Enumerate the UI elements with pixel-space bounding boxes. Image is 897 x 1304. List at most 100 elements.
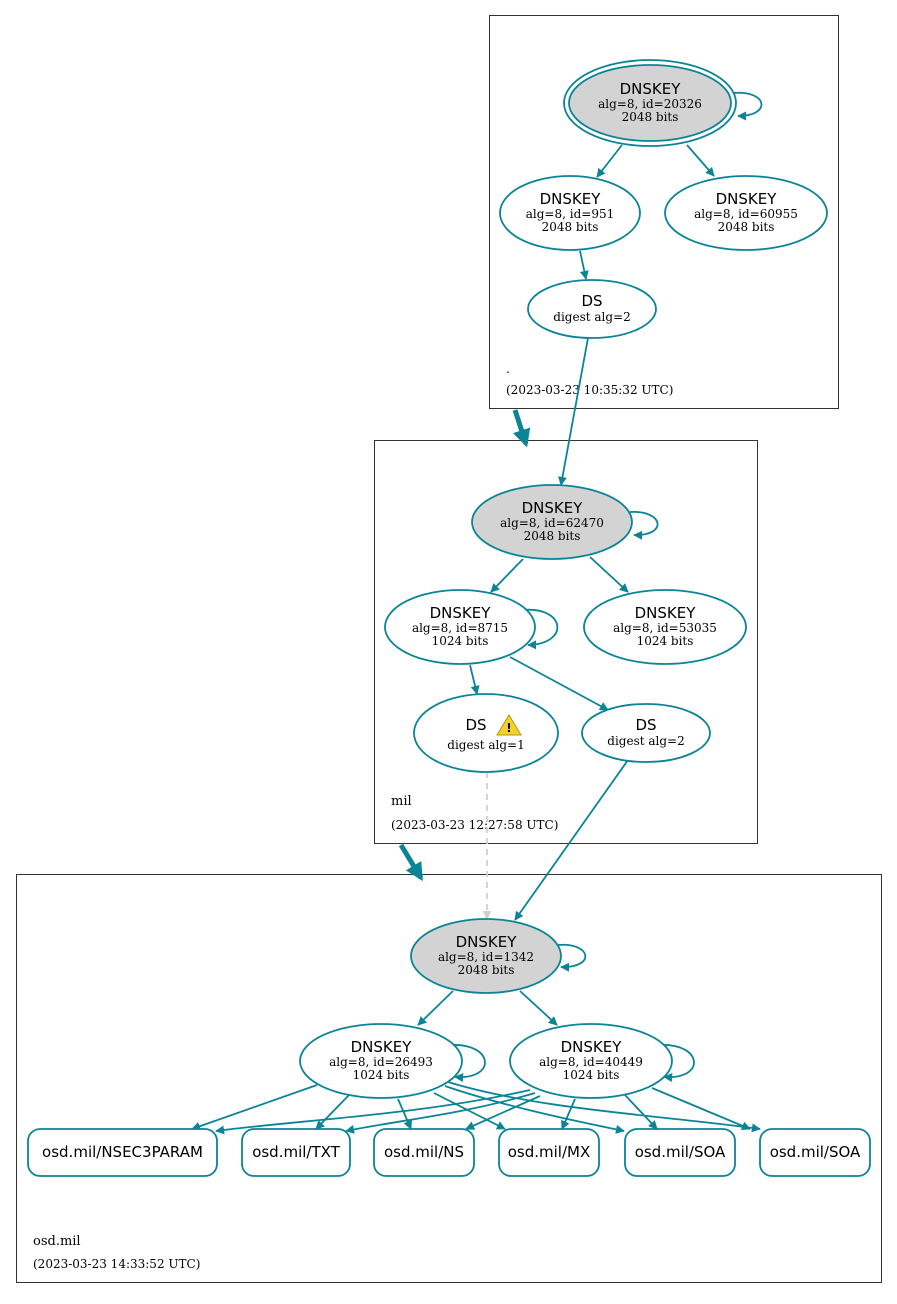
warning-triangle-icon: ! <box>496 714 522 736</box>
node-mil-zsk-8715-title: DNSKEY <box>430 604 492 622</box>
node-osd-zsk-26493-bits: 1024 bits <box>353 1068 410 1082</box>
record-soa-1-label: osd.mil/SOA <box>635 1143 726 1161</box>
zone-root-name: . <box>506 362 510 376</box>
edge-osd-zsk1-ns <box>397 1098 412 1130</box>
edge-root-ksk-zsk1 <box>596 144 623 178</box>
node-mil-ksk-alg: alg=8, id=62470 <box>500 516 604 530</box>
edge-osd-ksk-zsk1 <box>417 990 454 1026</box>
edge-mil-zsk1-self <box>521 608 559 650</box>
zone-osd-mil: osd.mil (2023-03-23 14:33:52 UTC) <box>16 874 882 1283</box>
edge-osd-zsk2-soa2 <box>651 1087 751 1131</box>
node-mil-zsk-53035-alg: alg=8, id=53035 <box>613 621 717 635</box>
node-root-zsk-60955-bits: 2048 bits <box>718 220 775 234</box>
edge-osd-ksk-zsk2 <box>519 990 558 1026</box>
edge-osd-zsk2-ns <box>465 1095 541 1130</box>
node-osd-ksk[interactable]: DNSKEY alg=8, id=1342 2048 bits <box>410 918 562 994</box>
edge-osd-zsk2-nsec3param <box>215 1089 531 1135</box>
edge-mil-ksk-zsk2 <box>589 556 629 593</box>
zone-osd-mil-border <box>16 874 882 1283</box>
edge-root-ksk-zsk2 <box>686 144 715 177</box>
node-osd-zsk-40449-bits: 1024 bits <box>563 1068 620 1082</box>
zone-root-border <box>489 15 839 409</box>
zone-mil-timestamp: (2023-03-23 12:27:58 UTC) <box>391 818 558 832</box>
edge-osd-zsk1-txt <box>315 1094 350 1130</box>
node-root-zsk-951-alg: alg=8, id=951 <box>526 207 614 221</box>
edge-root-zsk1-ds <box>579 250 589 280</box>
edges <box>191 92 763 1135</box>
record-soa-2-label: osd.mil/SOA <box>770 1143 861 1161</box>
node-mil-zsk-8715[interactable]: DNSKEY alg=8, id=8715 1024 bits <box>384 589 536 665</box>
node-root-ksk-title: DNSKEY <box>620 80 682 98</box>
node-mil-zsk-53035-title: DNSKEY <box>635 604 697 622</box>
node-osd-zsk-40449[interactable]: DNSKEY alg=8, id=40449 1024 bits <box>509 1023 673 1099</box>
edge-root-ds-mil-ksk <box>558 337 589 486</box>
node-osd-zsk-40449-alg: alg=8, id=40449 <box>539 1055 643 1069</box>
node-root-zsk-951-bits: 2048 bits <box>542 220 599 234</box>
edge-mil-ksk-self <box>629 511 659 540</box>
node-mil-zsk-53035-bits: 1024 bits <box>637 634 694 648</box>
node-osd-zsk-40449-title: DNSKEY <box>561 1038 623 1056</box>
node-mil-ksk[interactable]: DNSKEY alg=8, id=62470 2048 bits <box>471 484 633 560</box>
node-root-ksk-bits: 2048 bits <box>622 110 679 124</box>
node-root-zsk-60955-alg: alg=8, id=60955 <box>694 207 798 221</box>
node-mil-ksk-bits: 2048 bits <box>524 529 581 543</box>
edge-osd-zsk1-nsec3param <box>191 1084 318 1131</box>
node-mil-ds-alg2-digest: digest alg=2 <box>607 734 684 748</box>
node-root-zsk-951[interactable]: DNSKEY alg=8, id=951 2048 bits <box>499 175 641 251</box>
edge-osd-ksk-self <box>556 944 587 972</box>
node-mil-ds-alg1-digest: digest alg=1 <box>447 738 524 752</box>
record-soa-1[interactable]: osd.mil/SOA <box>624 1128 736 1177</box>
zone-root-timestamp: (2023-03-23 10:35:32 UTC) <box>506 383 673 397</box>
node-osd-zsk-26493-alg: alg=8, id=26493 <box>329 1055 433 1069</box>
node-root-zsk-951-title: DNSKEY <box>540 190 602 208</box>
node-mil-ds-alg1[interactable]: DS ! digest alg=1 <box>413 693 559 773</box>
record-mx-label: osd.mil/MX <box>508 1143 591 1161</box>
zone-osd-mil-timestamp: (2023-03-23 14:33:52 UTC) <box>33 1257 200 1271</box>
record-txt-label: osd.mil/TXT <box>252 1143 340 1161</box>
node-root-ds-title: DS <box>581 292 602 310</box>
node-mil-zsk-8715-bits: 1024 bits <box>432 634 489 648</box>
node-mil-ds-alg2[interactable]: DS digest alg=2 <box>581 703 711 763</box>
edge-mil-ksk-zsk1 <box>490 558 524 593</box>
record-soa-2[interactable]: osd.mil/SOA <box>759 1128 871 1177</box>
delegation-root-to-mil <box>512 409 531 448</box>
zone-mil-border <box>374 440 758 844</box>
node-mil-ds-alg1-title: DS <box>465 716 486 734</box>
edge-root-ksk-self <box>732 92 763 121</box>
edge-osd-zsk2-mx <box>561 1098 576 1130</box>
zone-osd-mil-name: osd.mil <box>33 1234 81 1249</box>
node-root-ds-digest: digest alg=2 <box>553 310 630 324</box>
node-mil-zsk-53035[interactable]: DNSKEY alg=8, id=53035 1024 bits <box>583 589 747 665</box>
delegation-mil-to-osd <box>398 843 424 882</box>
node-osd-ksk-alg: alg=8, id=1342 <box>438 950 534 964</box>
zone-root: . (2023-03-23 10:35:32 UTC) <box>489 15 839 409</box>
node-root-ds[interactable]: DS digest alg=2 <box>527 279 657 339</box>
node-root-ksk[interactable]: DNSKEY alg=8, id=20326 2048 bits <box>563 59 737 147</box>
svg-text:!: ! <box>506 721 511 735</box>
record-nsec3param[interactable]: osd.mil/NSEC3PARAM <box>27 1128 218 1177</box>
edge-osd-zsk1-mx <box>433 1092 506 1130</box>
node-root-zsk-60955[interactable]: DNSKEY alg=8, id=60955 2048 bits <box>664 175 828 251</box>
record-mx[interactable]: osd.mil/MX <box>498 1128 600 1177</box>
zone-mil: mil (2023-03-23 12:27:58 UTC) <box>374 440 758 844</box>
edge-osd-zsk2-txt <box>345 1092 536 1134</box>
edge-mil-zsk1-ds1 <box>469 664 480 695</box>
edge-mil-zsk1-ds2 <box>509 656 609 711</box>
record-ns[interactable]: osd.mil/NS <box>373 1128 475 1177</box>
record-txt[interactable]: osd.mil/TXT <box>241 1128 351 1177</box>
node-mil-ksk-title: DNSKEY <box>522 499 584 517</box>
edge-osd-zsk2-soa1 <box>624 1094 658 1130</box>
node-root-zsk-60955-title: DNSKEY <box>716 190 778 208</box>
node-osd-zsk-26493-title: DNSKEY <box>351 1038 413 1056</box>
node-mil-ds-alg2-title: DS <box>635 716 656 734</box>
edge-mil-ds2-osd-ksk <box>514 759 629 921</box>
zone-mil-name: mil <box>391 794 412 809</box>
record-ns-label: osd.mil/NS <box>384 1143 464 1161</box>
record-nsec3param-label: osd.mil/NSEC3PARAM <box>42 1143 203 1161</box>
edge-osd-zsk1-soa1 <box>444 1085 625 1134</box>
node-osd-zsk-26493[interactable]: DNSKEY alg=8, id=26493 1024 bits <box>299 1023 463 1099</box>
node-osd-ksk-bits: 2048 bits <box>458 963 515 977</box>
edge-osd-zsk1-self <box>450 1044 486 1083</box>
node-osd-ksk-title: DNSKEY <box>456 933 518 951</box>
